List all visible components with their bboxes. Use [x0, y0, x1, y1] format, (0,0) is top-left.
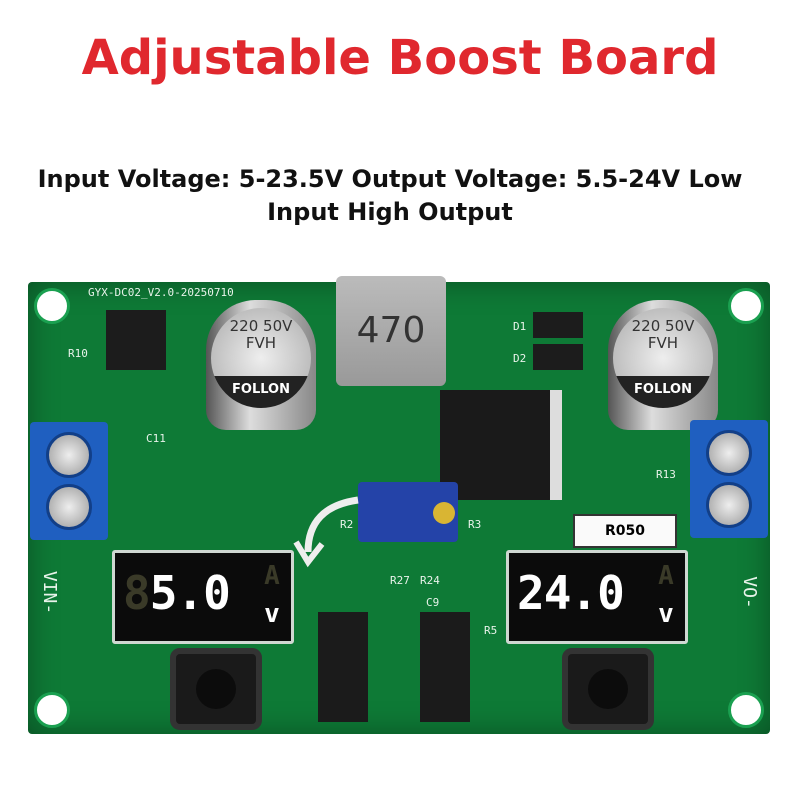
input-capacitor: 220 50V FVH FOLLON — [206, 300, 316, 430]
mount-hole — [34, 692, 70, 728]
output-terminal — [690, 420, 768, 538]
capacitor-label: 220 50V FVH — [631, 317, 695, 352]
mosfet — [440, 390, 562, 500]
r13-label: R13 — [656, 468, 676, 481]
c11-label: C11 — [146, 432, 166, 445]
r5-label: R5 — [484, 624, 498, 637]
capacitor-brand: FOLLON — [613, 376, 713, 408]
input-terminal — [30, 422, 108, 540]
capacitor-top: 220 50V FVH FOLLON — [211, 308, 311, 408]
inductor: 470 — [336, 276, 446, 386]
adjust-arrows — [293, 496, 359, 568]
volt-unit: v — [264, 599, 280, 629]
shunt-resistor: R050 — [573, 514, 677, 548]
d2-label: D2 — [513, 352, 527, 365]
capacitor-top: 220 50V FVH FOLLON — [613, 308, 713, 408]
adjust-screw[interactable] — [433, 502, 455, 524]
output-voltage-display: 24.0 A v — [506, 550, 688, 644]
amp-unit: A — [658, 561, 674, 591]
input-voltage-display: 85.0 A v — [112, 550, 294, 644]
c9-label: C9 — [426, 596, 440, 609]
mount-hole — [728, 692, 764, 728]
pcb-board: GYX-DC02_V2.0-20250710 220 50V FVH FOLLO… — [28, 276, 770, 734]
input-push-button[interactable] — [176, 654, 256, 724]
input-label: VIN- — [39, 570, 61, 615]
d1-label: D1 — [513, 320, 527, 333]
diode-d1 — [533, 312, 583, 338]
diode-d2 — [533, 344, 583, 370]
product-title: Adjustable Boost Board — [81, 30, 719, 86]
capacitor-brand: FOLLON — [211, 376, 311, 408]
screw-icon[interactable] — [46, 484, 92, 530]
input-voltage-value: 5.0 — [149, 566, 231, 620]
left-arrow-icon — [304, 496, 359, 553]
screw-icon[interactable] — [46, 432, 92, 478]
r27-label: R27 — [390, 574, 410, 587]
left-arrow-head-icon — [293, 540, 325, 568]
ic-chip — [318, 612, 368, 722]
product-subtitle: Input Voltage: 5-23.5V Output Voltage: 5… — [37, 165, 743, 226]
output-push-button[interactable] — [568, 654, 648, 724]
ic-chip — [420, 612, 470, 722]
display-ghost-digit: 8 — [123, 566, 151, 620]
output-voltage-value: 24.0 — [517, 566, 625, 620]
model-label: GYX-DC02_V2.0-20250710 — [88, 286, 234, 299]
amp-unit: A — [264, 561, 280, 591]
regulator-chip — [106, 310, 166, 370]
volt-unit: v — [658, 599, 674, 629]
r24-label: R24 — [420, 574, 440, 587]
r2-label: R2 — [340, 518, 354, 531]
r10-label: R10 — [68, 347, 88, 360]
screw-icon[interactable] — [706, 482, 752, 528]
output-label: VO- — [739, 576, 761, 609]
mount-hole — [728, 288, 764, 324]
r3-label: R3 — [468, 518, 482, 531]
display-digits: 85.0 — [123, 565, 253, 621]
output-capacitor: 220 50V FVH FOLLON — [608, 300, 718, 430]
mount-hole — [34, 288, 70, 324]
capacitor-label: 220 50V FVH — [229, 317, 293, 352]
screw-icon[interactable] — [706, 430, 752, 476]
